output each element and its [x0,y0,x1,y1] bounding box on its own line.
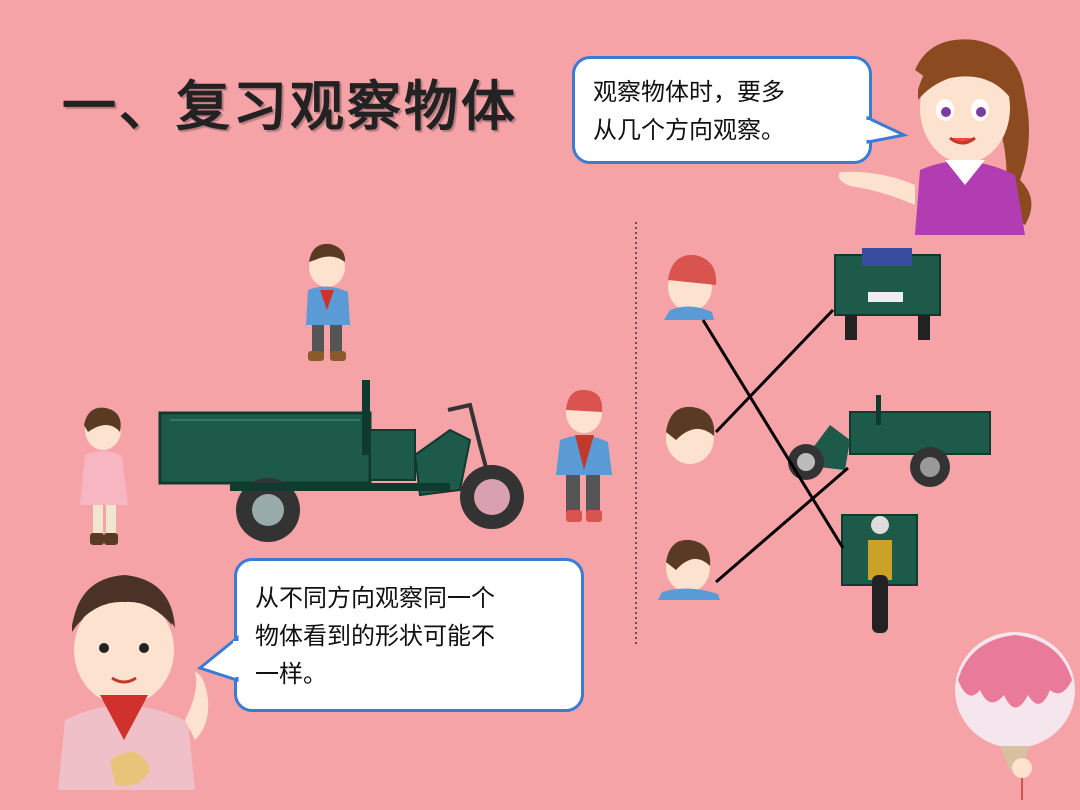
student-illustration [58,575,209,790]
student-bubble-line-2: 物体看到的形状可能不 [255,622,495,650]
teacher-bubble-line-2: 从几个方向观察。 [593,116,785,144]
tricycle-front-view [841,514,918,633]
decorative-balloon [955,632,1075,800]
student-bubble-line-1: 从不同方向观察同一个 [255,584,495,612]
student-bubble-line-3: 一样。 [255,660,327,688]
matching-lines [701,308,849,584]
child-head-1-illustration [664,254,717,320]
teacher-speech-bubble: 观察物体时，要多 从几个方向观察。 [572,56,872,164]
girl-left-illustration [80,407,128,545]
tricycle-side-view [788,395,991,487]
child-head-3-illustration [658,539,720,600]
teacher-bubble-tail [864,115,909,144]
match-line-3 [715,466,849,584]
tricycle-side-illustration [158,380,524,542]
tricycle-back-view [834,248,941,340]
student-speech-bubble: 从不同方向观察同一个 物体看到的形状可能不 一样。 [234,558,584,712]
match-line-1 [701,319,845,549]
student-bubble-tail [196,634,241,683]
teacher-illustration [838,39,1032,235]
match-line-2 [714,308,835,434]
slide-title: 一、复习观察物体 [62,74,518,138]
teacher-bubble-line-1: 观察物体时，要多 [593,78,785,106]
child-head-2-illustration [666,406,715,464]
boy-right-illustration [556,389,612,522]
boy-top-illustration [306,243,350,361]
